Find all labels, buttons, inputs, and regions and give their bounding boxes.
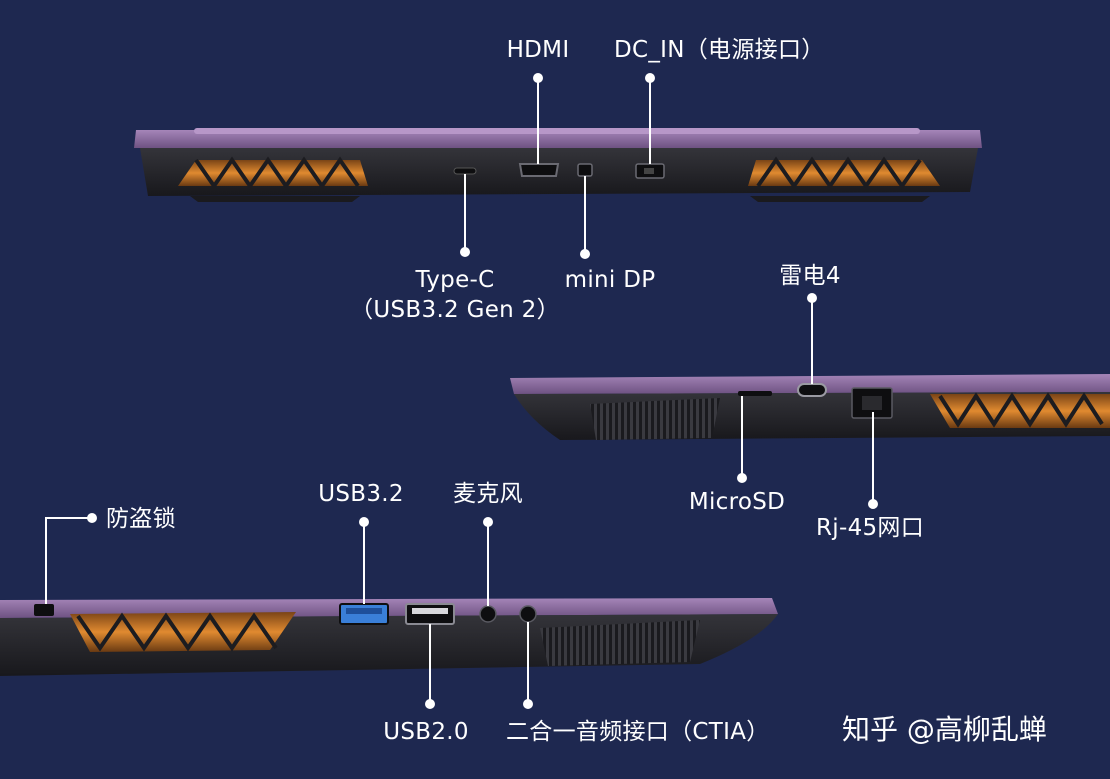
label-type-c-spec: （USB3.2 Gen 2） bbox=[350, 297, 560, 323]
label-audio-combo: 二合一音频接口（CTIA） bbox=[506, 719, 770, 745]
microsd-slot bbox=[738, 391, 772, 396]
hdmi-port bbox=[518, 163, 560, 177]
label-mini-dp: mini DP bbox=[564, 267, 656, 293]
label-type-c: Type-C bbox=[415, 267, 495, 293]
label-kensington-lock: 防盗锁 bbox=[106, 506, 176, 532]
label-hdmi: HDMI bbox=[506, 37, 570, 63]
label-dc-in: DC_IN（电源接口） bbox=[614, 37, 825, 63]
rear-left-vent bbox=[178, 156, 368, 190]
thunderbolt4-port bbox=[797, 383, 827, 397]
right-side-view-laptop bbox=[510, 293, 1110, 509]
audio-combo-jack bbox=[519, 605, 537, 623]
label-microphone: 麦克风 bbox=[453, 481, 523, 507]
mini-dp-port bbox=[577, 163, 593, 177]
microphone-jack bbox=[479, 605, 497, 623]
right-side-vent bbox=[930, 392, 1110, 428]
watermark: 知乎 @高柳乱蝉 bbox=[842, 713, 1047, 746]
label-usb20: USB2.0 bbox=[383, 719, 469, 745]
rear-right-vent bbox=[748, 156, 940, 190]
rear-view-laptop bbox=[134, 73, 982, 259]
type-c-port bbox=[453, 167, 477, 175]
label-usb32: USB3.2 bbox=[318, 481, 404, 507]
left-side-view-laptop bbox=[0, 513, 778, 709]
left-side-vent bbox=[70, 612, 296, 652]
kensington-lock-slot bbox=[34, 604, 54, 616]
label-thunderbolt4: 雷电4 bbox=[779, 263, 841, 289]
label-rj45: Rj-45网口 bbox=[816, 515, 925, 541]
label-microsd: MicroSD bbox=[688, 489, 786, 515]
